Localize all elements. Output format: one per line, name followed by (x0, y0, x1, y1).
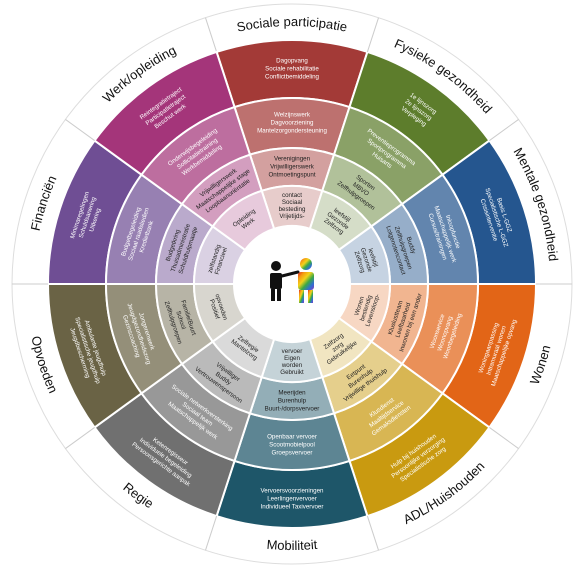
label-mobiliteit-ring-1-2: Leerlingenvervoer (267, 496, 317, 503)
label-mobiliteit-ring-3-2: Burenhulp (278, 398, 307, 405)
label-sociale-participatie-ring-4-2: besteding (279, 206, 306, 213)
label-sociale-participatie-ring-1-2: Sociale rehabilitatie (265, 66, 319, 73)
label-mobiliteit-ring-4-2: worden (281, 362, 303, 369)
label-mobiliteit-ring-3-3: Meerijden (278, 390, 306, 397)
label-mobiliteit-ring-3-1: Buurt-/dorpsvervoer (265, 406, 320, 413)
label-sociale-participatie-ring-1-1: Conflictbemiddeling (265, 74, 320, 81)
label-sociale-participatie-ring-2-3: Welzijnswerk (274, 112, 311, 119)
domain-title-text-mobiliteit: Mobiliteit (266, 537, 318, 553)
rim-divider-5 (489, 427, 519, 449)
domain-title-sociale-participatie: Sociale participatie (235, 14, 348, 35)
label-sociale-participatie-ring-3-1: Ontmoetingspunt (268, 172, 315, 179)
label-sociale-participatie-ring-3-3: Verenigingen (274, 156, 311, 163)
rim-divider-8 (65, 427, 95, 449)
label-sociale-participatie-ring-2-2: Dagvoorziening (271, 120, 315, 127)
people-icon (270, 258, 314, 303)
rim-divider-2 (366, 17, 380, 53)
label-mobiliteit-ring-4-1: Gebruikt (280, 369, 304, 376)
domain-title-mobiliteit: Mobiliteit (266, 537, 318, 553)
rim-divider-1 (204, 17, 218, 53)
label-mobiliteit-ring-4-3: Eigen (284, 355, 300, 362)
label-mobiliteit-ring-1-3: Vervoersvoorzieningen (261, 488, 325, 495)
rim-divider-6 (366, 515, 380, 551)
domain-title-text-sociale-participatie: Sociale participatie (235, 14, 348, 35)
label-sociale-participatie-ring-4-1: Vrijetijds- (279, 213, 304, 220)
label-sociale-participatie-ring-2-1: Mantelzorgondersteuning (257, 128, 327, 135)
label-mobiliteit-ring-2-1: Groepsvervoer (272, 450, 313, 457)
label-sociale-participatie-ring-3-2: Vrijwilligerswerk (270, 164, 315, 171)
wheel-center (251, 243, 333, 325)
label-mobiliteit-ring-2-2: Scootmobielpool (269, 442, 315, 449)
label-mobiliteit-ring-1-1: Individueel Taxivervoer (261, 504, 324, 511)
label-mobiliteit-ring-4-4: vervoer (282, 348, 303, 355)
segment-werk-opleiding-ring-4 (211, 189, 276, 252)
label-sociale-participatie-ring-4-3: Sociaal (282, 199, 302, 206)
label-sociale-participatie-ring-1-3: Dagopvang (276, 58, 308, 65)
rim-divider-3 (489, 119, 519, 141)
label-mobiliteit-ring-2-3: Openbaar vervoer (267, 434, 317, 441)
label-sociale-participatie-ring-4-4: contact (282, 192, 302, 199)
rim-divider-7 (204, 515, 218, 551)
rim-divider-10 (65, 119, 95, 141)
